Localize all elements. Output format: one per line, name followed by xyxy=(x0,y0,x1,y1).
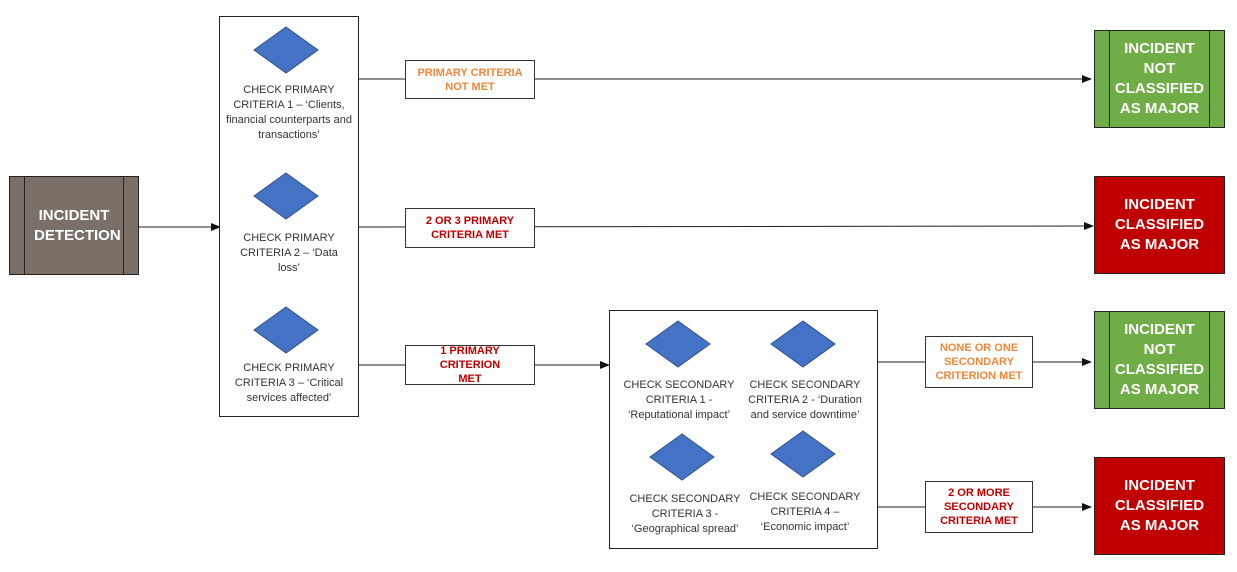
label-primary-not-met: PRIMARY CRITERIA NOT MET xyxy=(405,60,535,99)
secondary-criteria-4-diamond-icon xyxy=(770,430,836,478)
label-two-three-primary-met: 2 OR 3 PRIMARY CRITERIA MET xyxy=(405,208,535,248)
outcome-major-2-label: INCIDENT CLASSIFIED AS MAJOR xyxy=(1114,477,1205,534)
label-two-more-secondary-met: 2 OR MORE SECONDARY CRITERIA MET xyxy=(925,481,1033,533)
primary-criteria-1-diamond-icon xyxy=(253,26,319,74)
outcome-major-2: INCIDENT CLASSIFIED AS MAJOR xyxy=(1094,457,1225,555)
label-one-primary-met: 1 PRIMARY CRITERION MET xyxy=(405,345,535,385)
primary-criteria-3-label: CHECK PRIMARY CRITERIA 3 – ‘Critical ser… xyxy=(234,362,344,404)
secondary-criteria-3-diamond-icon xyxy=(649,433,715,481)
secondary-criteria-2-label: CHECK SECONDARY CRITERIA 2 - ‘Duration a… xyxy=(748,379,862,421)
incident-detection-box: INCIDENT DETECTION xyxy=(9,176,139,275)
label-none-one-secondary-met: NONE OR ONE SECONDARY CRITERION MET xyxy=(925,336,1033,388)
outcome-major-1-label: INCIDENT CLASSIFIED AS MAJOR xyxy=(1114,196,1205,253)
secondary-criteria-4-label: CHECK SECONDARY CRITERIA 4 – ‘Economic i… xyxy=(749,491,861,533)
outcome-not-major-1-label: INCIDENT NOT CLASSIFIED AS MAJOR xyxy=(1114,40,1205,117)
secondary-criteria-container xyxy=(609,310,878,549)
outcome-not-major-1: INCIDENT NOT CLASSIFIED AS MAJOR xyxy=(1094,30,1225,128)
primary-criteria-3-diamond-icon xyxy=(253,306,319,354)
primary-criteria-2-label: CHECK PRIMARY CRITERIA 2 – ‘Data loss’ xyxy=(240,232,338,274)
secondary-criteria-3-label: CHECK SECONDARY CRITERIA 3 - ‘Geographic… xyxy=(629,493,741,535)
secondary-criteria-1-diamond-icon xyxy=(645,320,711,368)
outcome-not-major-2: INCIDENT NOT CLASSIFIED AS MAJOR xyxy=(1094,311,1225,409)
outcome-major-1: INCIDENT CLASSIFIED AS MAJOR xyxy=(1094,176,1225,274)
outcome-not-major-2-label: INCIDENT NOT CLASSIFIED AS MAJOR xyxy=(1114,321,1205,398)
secondary-criteria-2-diamond-icon xyxy=(770,320,836,368)
primary-criteria-2-diamond-icon xyxy=(253,172,319,220)
incident-detection-label: INCIDENT DETECTION xyxy=(34,206,121,244)
secondary-criteria-1-label: CHECK SECONDARY CRITERIA 1 - ‘Reputation… xyxy=(623,379,735,421)
primary-criteria-1-label: CHECK PRIMARY CRITERIA 1 – ‘Clients, fin… xyxy=(226,84,352,141)
